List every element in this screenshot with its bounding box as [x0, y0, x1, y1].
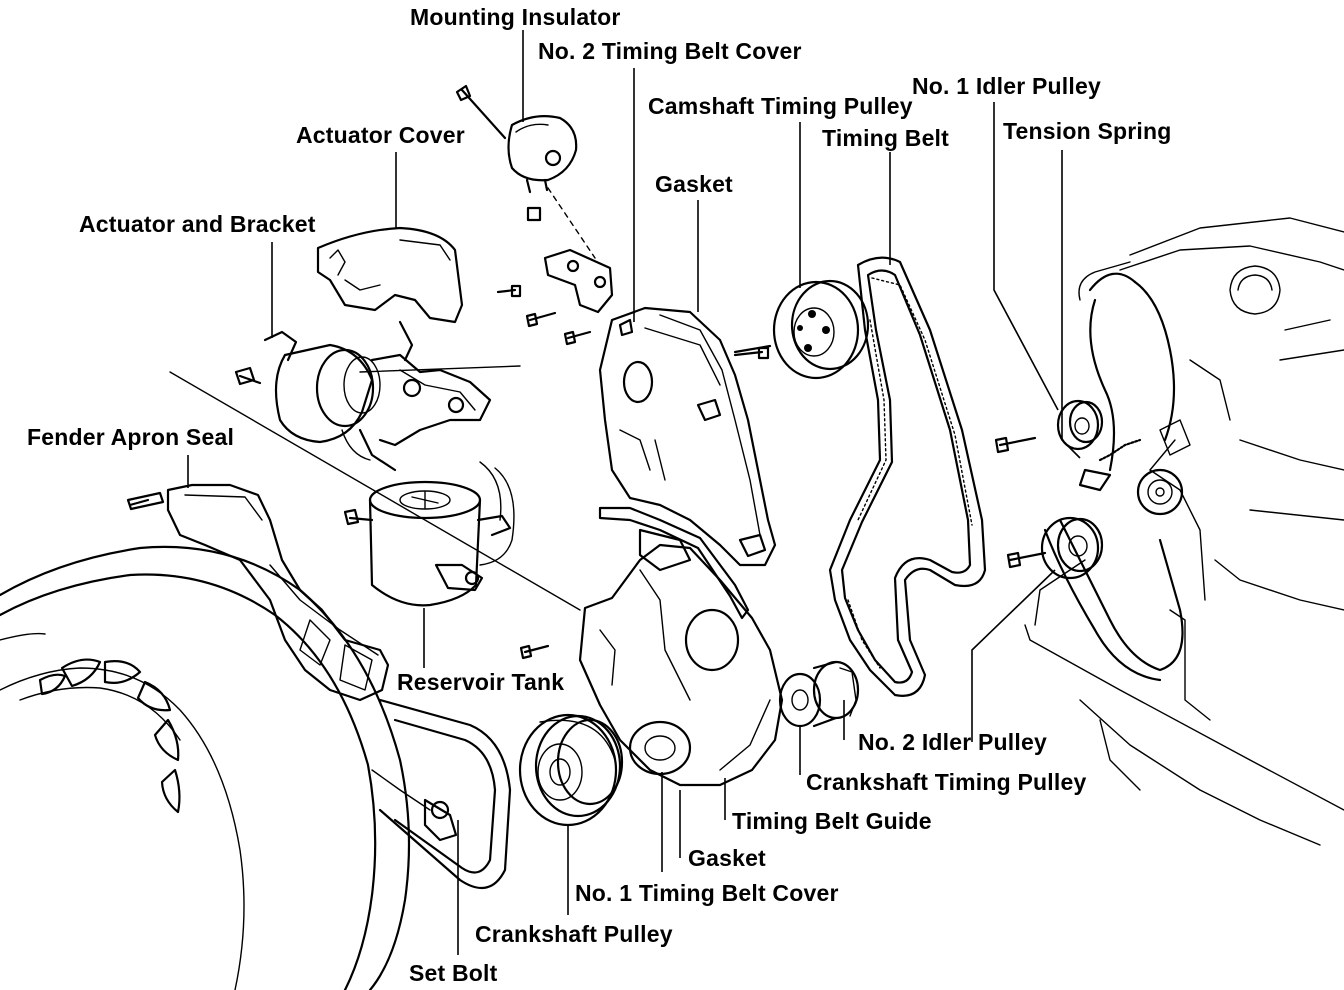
actuator-and-bracket-part: [234, 320, 492, 472]
no1-timing-belt-cover-part: [519, 543, 784, 787]
engine-mount-bracket: [525, 248, 614, 346]
fender-apron-seal-part: [126, 483, 390, 702]
crankshaft-pulley-part: [518, 713, 624, 827]
label-set-bolt: Set Bolt: [409, 960, 498, 986]
gasket-strips: [598, 506, 750, 620]
mounting-insulator-part: [455, 84, 596, 259]
engine-block: [1024, 217, 1344, 846]
wheel-tire: [0, 545, 411, 990]
label-actuator-and-bracket: Actuator and Bracket: [79, 211, 316, 237]
wheel-slots: [38, 658, 181, 814]
label-no2-timing-belt-cover: No. 2 Timing Belt Cover: [538, 38, 802, 64]
actuator-cover-part: [316, 226, 522, 324]
label-gasket-top: Gasket: [655, 171, 733, 197]
leader-lines: [187, 30, 1081, 955]
label-actuator-cover: Actuator Cover: [296, 122, 465, 148]
label-no1-timing-belt-cover: No. 1 Timing Belt Cover: [575, 880, 839, 906]
label-crankshaft-timing-pulley: Crankshaft Timing Pulley: [806, 769, 1087, 795]
reference-line: [169, 371, 581, 611]
label-no1-idler-pulley: No. 1 Idler Pulley: [912, 73, 1101, 99]
no1-idler-pulley-part: [994, 399, 1142, 492]
no2-timing-belt-cover-part: [598, 306, 777, 567]
label-timing-belt-guide: Timing Belt Guide: [732, 808, 932, 834]
label-camshaft-timing-pulley: Camshaft Timing Pulley: [648, 93, 913, 119]
drive-belt-lower: [371, 698, 512, 890]
label-mounting-insulator: Mounting Insulator: [410, 4, 621, 30]
label-crankshaft-pulley: Crankshaft Pulley: [475, 921, 673, 947]
label-gasket-bottom: Gasket: [688, 845, 766, 871]
timing-belt-part: [828, 256, 987, 697]
label-reservoir-tank: Reservoir Tank: [397, 669, 565, 695]
reservoir-tank-part: [343, 461, 515, 607]
no2-idler-pulley-part: [1006, 516, 1104, 580]
crankshaft-timing-pulley-part: [778, 660, 860, 728]
label-no2-idler-pulley: No. 2 Idler Pulley: [858, 729, 1047, 755]
label-timing-belt: Timing Belt: [822, 125, 950, 151]
camshaft-timing-pulley-part: [733, 279, 870, 380]
label-tension-spring: Tension Spring: [1003, 118, 1172, 144]
label-fender-apron-seal: Fender Apron Seal: [27, 424, 235, 450]
